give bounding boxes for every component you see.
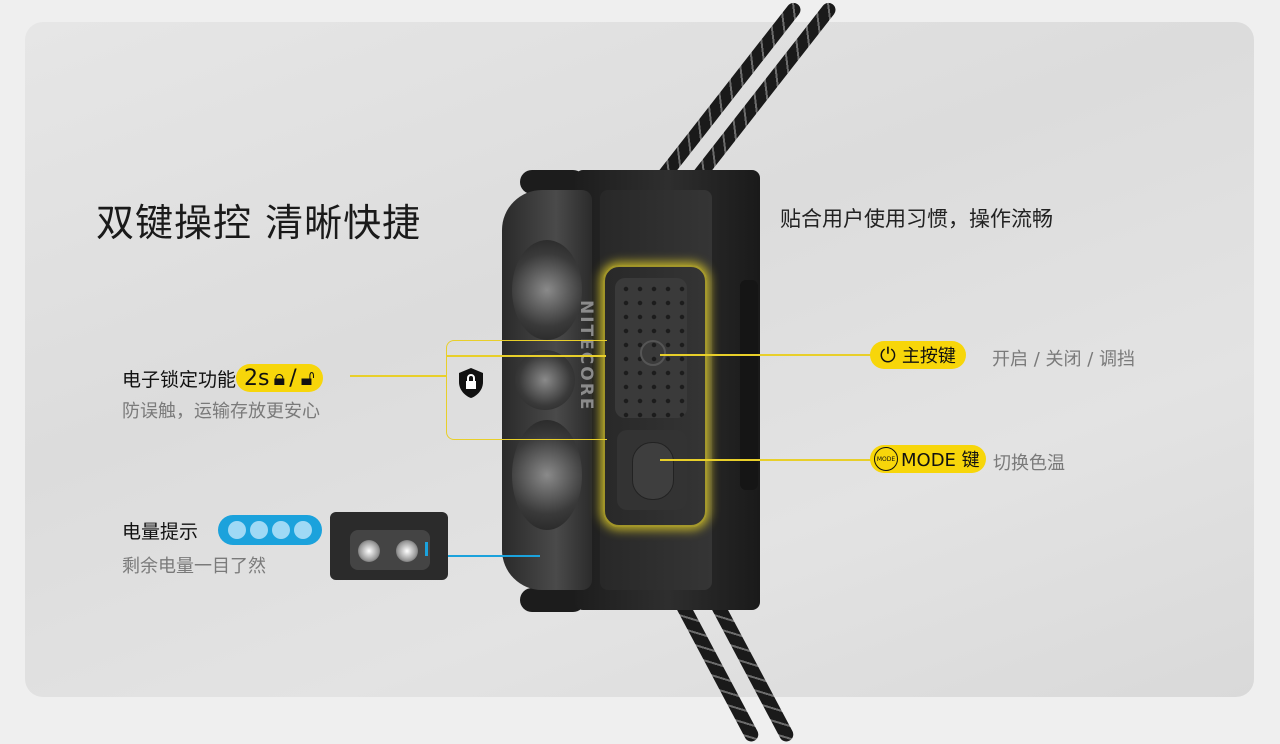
callout-line: [660, 459, 872, 461]
lock-feature-description: 防误触，运输存放更安心: [122, 401, 320, 422]
callout-line: [448, 555, 540, 557]
page-title: 双键操控 清晰快捷: [96, 201, 422, 245]
battery-indicator-thumbnail: [330, 512, 448, 580]
mode-button-label: MODE 键: [901, 450, 980, 471]
separator: /: [289, 365, 297, 391]
callout-line: [446, 355, 606, 357]
lock-closed-icon: 🔒︎: [273, 365, 286, 391]
page-subtitle: 贴合用户使用习惯，操作流畅: [780, 207, 1053, 231]
mode-button-description: 切换色温: [993, 453, 1065, 474]
lock-open-icon: 🔓︎: [300, 365, 315, 391]
mode-button-badge: MODE MODE 键: [870, 445, 986, 473]
power-icon: [640, 340, 666, 366]
lock-callout-bracket: [446, 340, 607, 440]
main-button-description: 开启 / 关闭 / 调挡: [992, 349, 1136, 370]
main-button-badge: ⏻ 主按键: [870, 341, 966, 369]
callout-line: [350, 375, 446, 377]
battery-feature-description: 剩余电量一目了然: [122, 556, 266, 577]
battery-feature-label: 电量提示: [122, 521, 199, 543]
power-icon: ⏻: [880, 343, 896, 367]
main-power-button: [615, 278, 687, 418]
shield-lock-icon: [458, 367, 484, 399]
lock-duration: 2s: [244, 365, 270, 391]
lock-feature-label-row: 电子锁定功能 2s 🔒︎ / 🔓︎: [122, 364, 323, 392]
lock-badge: 2s 🔒︎ / 🔓︎: [236, 364, 323, 392]
mode-icon: MODE: [874, 447, 898, 471]
button-highlight: [603, 265, 707, 527]
lock-feature-label: 电子锁定功能: [122, 368, 237, 391]
mode-icon: [632, 442, 674, 500]
main-button-label: 主按键: [901, 346, 956, 367]
callout-line: [660, 354, 872, 356]
battery-indicator: [218, 515, 322, 545]
